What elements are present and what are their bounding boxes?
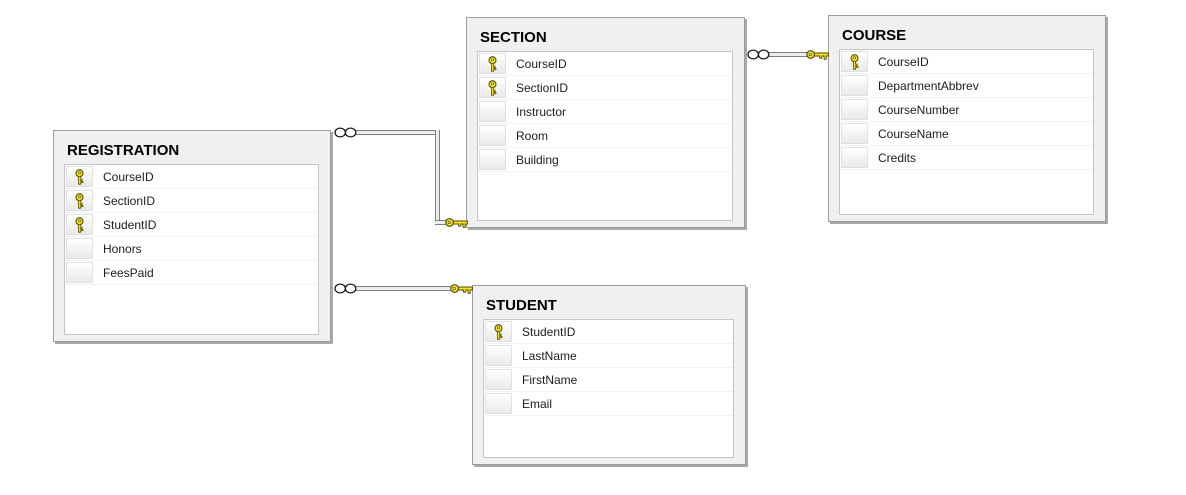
table-student[interactable]: STUDENT StudentID LastName FirstName Ema… (472, 285, 746, 465)
column-row[interactable]: CourseName (840, 122, 1093, 146)
column-name: Room (516, 128, 549, 143)
row-gutter (479, 149, 506, 170)
key-gutter (841, 51, 868, 72)
column-name: CourseNumber (878, 102, 960, 117)
column-row[interactable]: FirstName (484, 368, 733, 392)
column-name: Email (522, 396, 553, 411)
table-course[interactable]: COURSE CourseID DepartmentAbbrev CourseN… (828, 15, 1106, 222)
column-name: Honors (103, 241, 142, 256)
row-gutter (841, 75, 868, 96)
column-row[interactable]: Room (478, 124, 732, 148)
key-gutter (66, 214, 93, 235)
column-row[interactable]: Honors (65, 237, 318, 261)
connector-line[interactable] (435, 130, 440, 225)
key-gutter (479, 77, 506, 98)
column-name: CourseID (103, 169, 154, 184)
row-gutter (841, 99, 868, 120)
column-name: StudentID (103, 217, 157, 232)
primary-key-icon (75, 192, 84, 209)
column-name: SectionID (103, 193, 156, 208)
primary-key-icon (75, 216, 84, 233)
column-row[interactable]: StudentID (65, 213, 318, 237)
empty-row[interactable] (478, 172, 732, 220)
empty-row[interactable] (65, 285, 318, 334)
column-name: FeesPaid (103, 265, 154, 280)
column-name: Instructor (516, 104, 567, 119)
column-grid: StudentID LastName FirstName Email (483, 319, 734, 458)
key-gutter (66, 190, 93, 211)
row-gutter (66, 238, 93, 259)
infinity-icon (334, 283, 358, 294)
row-gutter (66, 262, 93, 283)
column-row[interactable]: StudentID (484, 320, 733, 344)
connector-line[interactable] (435, 220, 448, 225)
column-grid: CourseID DepartmentAbbrev CourseNumber C… (839, 49, 1094, 215)
row-gutter (485, 393, 512, 414)
row-gutter (841, 123, 868, 144)
primary-key-icon (494, 323, 503, 340)
column-grid: CourseID SectionID StudentID Honors Fees… (64, 164, 319, 335)
column-name: CourseID (516, 56, 567, 71)
column-name: StudentID (522, 324, 576, 339)
key-icon (450, 283, 473, 294)
key-icon (445, 217, 468, 228)
primary-key-icon (850, 53, 859, 70)
column-row[interactable]: CourseID (478, 52, 732, 76)
table-section[interactable]: SECTION CourseID SectionID Instructor Ro… (466, 17, 745, 228)
row-gutter (479, 125, 506, 146)
column-name: DepartmentAbbrev (878, 78, 979, 93)
column-name: FirstName (522, 372, 578, 387)
column-row[interactable]: FeesPaid (65, 261, 318, 285)
column-row[interactable]: CourseID (65, 165, 318, 189)
key-gutter (66, 166, 93, 187)
column-name: Credits (878, 150, 917, 165)
column-grid: CourseID SectionID Instructor Room Build… (477, 51, 733, 221)
infinity-icon (747, 49, 771, 60)
column-name: Building (516, 152, 559, 167)
column-row[interactable]: DepartmentAbbrev (840, 74, 1093, 98)
key-gutter (485, 321, 512, 342)
row-gutter (485, 345, 512, 366)
column-row[interactable]: LastName (484, 344, 733, 368)
column-name: CourseName (878, 126, 949, 141)
column-row[interactable]: SectionID (65, 189, 318, 213)
column-name: SectionID (516, 80, 569, 95)
table-title: STUDENT (486, 297, 557, 314)
key-gutter (479, 53, 506, 74)
column-name: LastName (522, 348, 577, 363)
column-row[interactable]: Instructor (478, 100, 732, 124)
column-row[interactable]: SectionID (478, 76, 732, 100)
column-row[interactable]: Credits (840, 146, 1093, 170)
column-name: CourseID (878, 54, 929, 69)
empty-row[interactable] (840, 170, 1093, 214)
table-title: COURSE (842, 27, 907, 44)
primary-key-icon (75, 168, 84, 185)
infinity-icon (334, 127, 358, 138)
primary-key-icon (488, 79, 497, 96)
row-gutter (479, 101, 506, 122)
row-gutter (841, 147, 868, 168)
table-registration[interactable]: REGISTRATION CourseID SectionID StudentI… (53, 130, 331, 342)
connector-line[interactable] (356, 286, 452, 291)
connector-line[interactable] (769, 52, 809, 57)
table-title: REGISTRATION (67, 142, 180, 159)
row-gutter (485, 369, 512, 390)
column-row[interactable]: CourseNumber (840, 98, 1093, 122)
column-row[interactable]: Building (478, 148, 732, 172)
column-row[interactable]: Email (484, 392, 733, 416)
primary-key-icon (488, 55, 497, 72)
key-icon (806, 49, 829, 60)
column-row[interactable]: CourseID (840, 50, 1093, 74)
empty-row[interactable] (484, 416, 733, 457)
table-title: SECTION (480, 29, 547, 46)
connector-line[interactable] (356, 130, 440, 135)
